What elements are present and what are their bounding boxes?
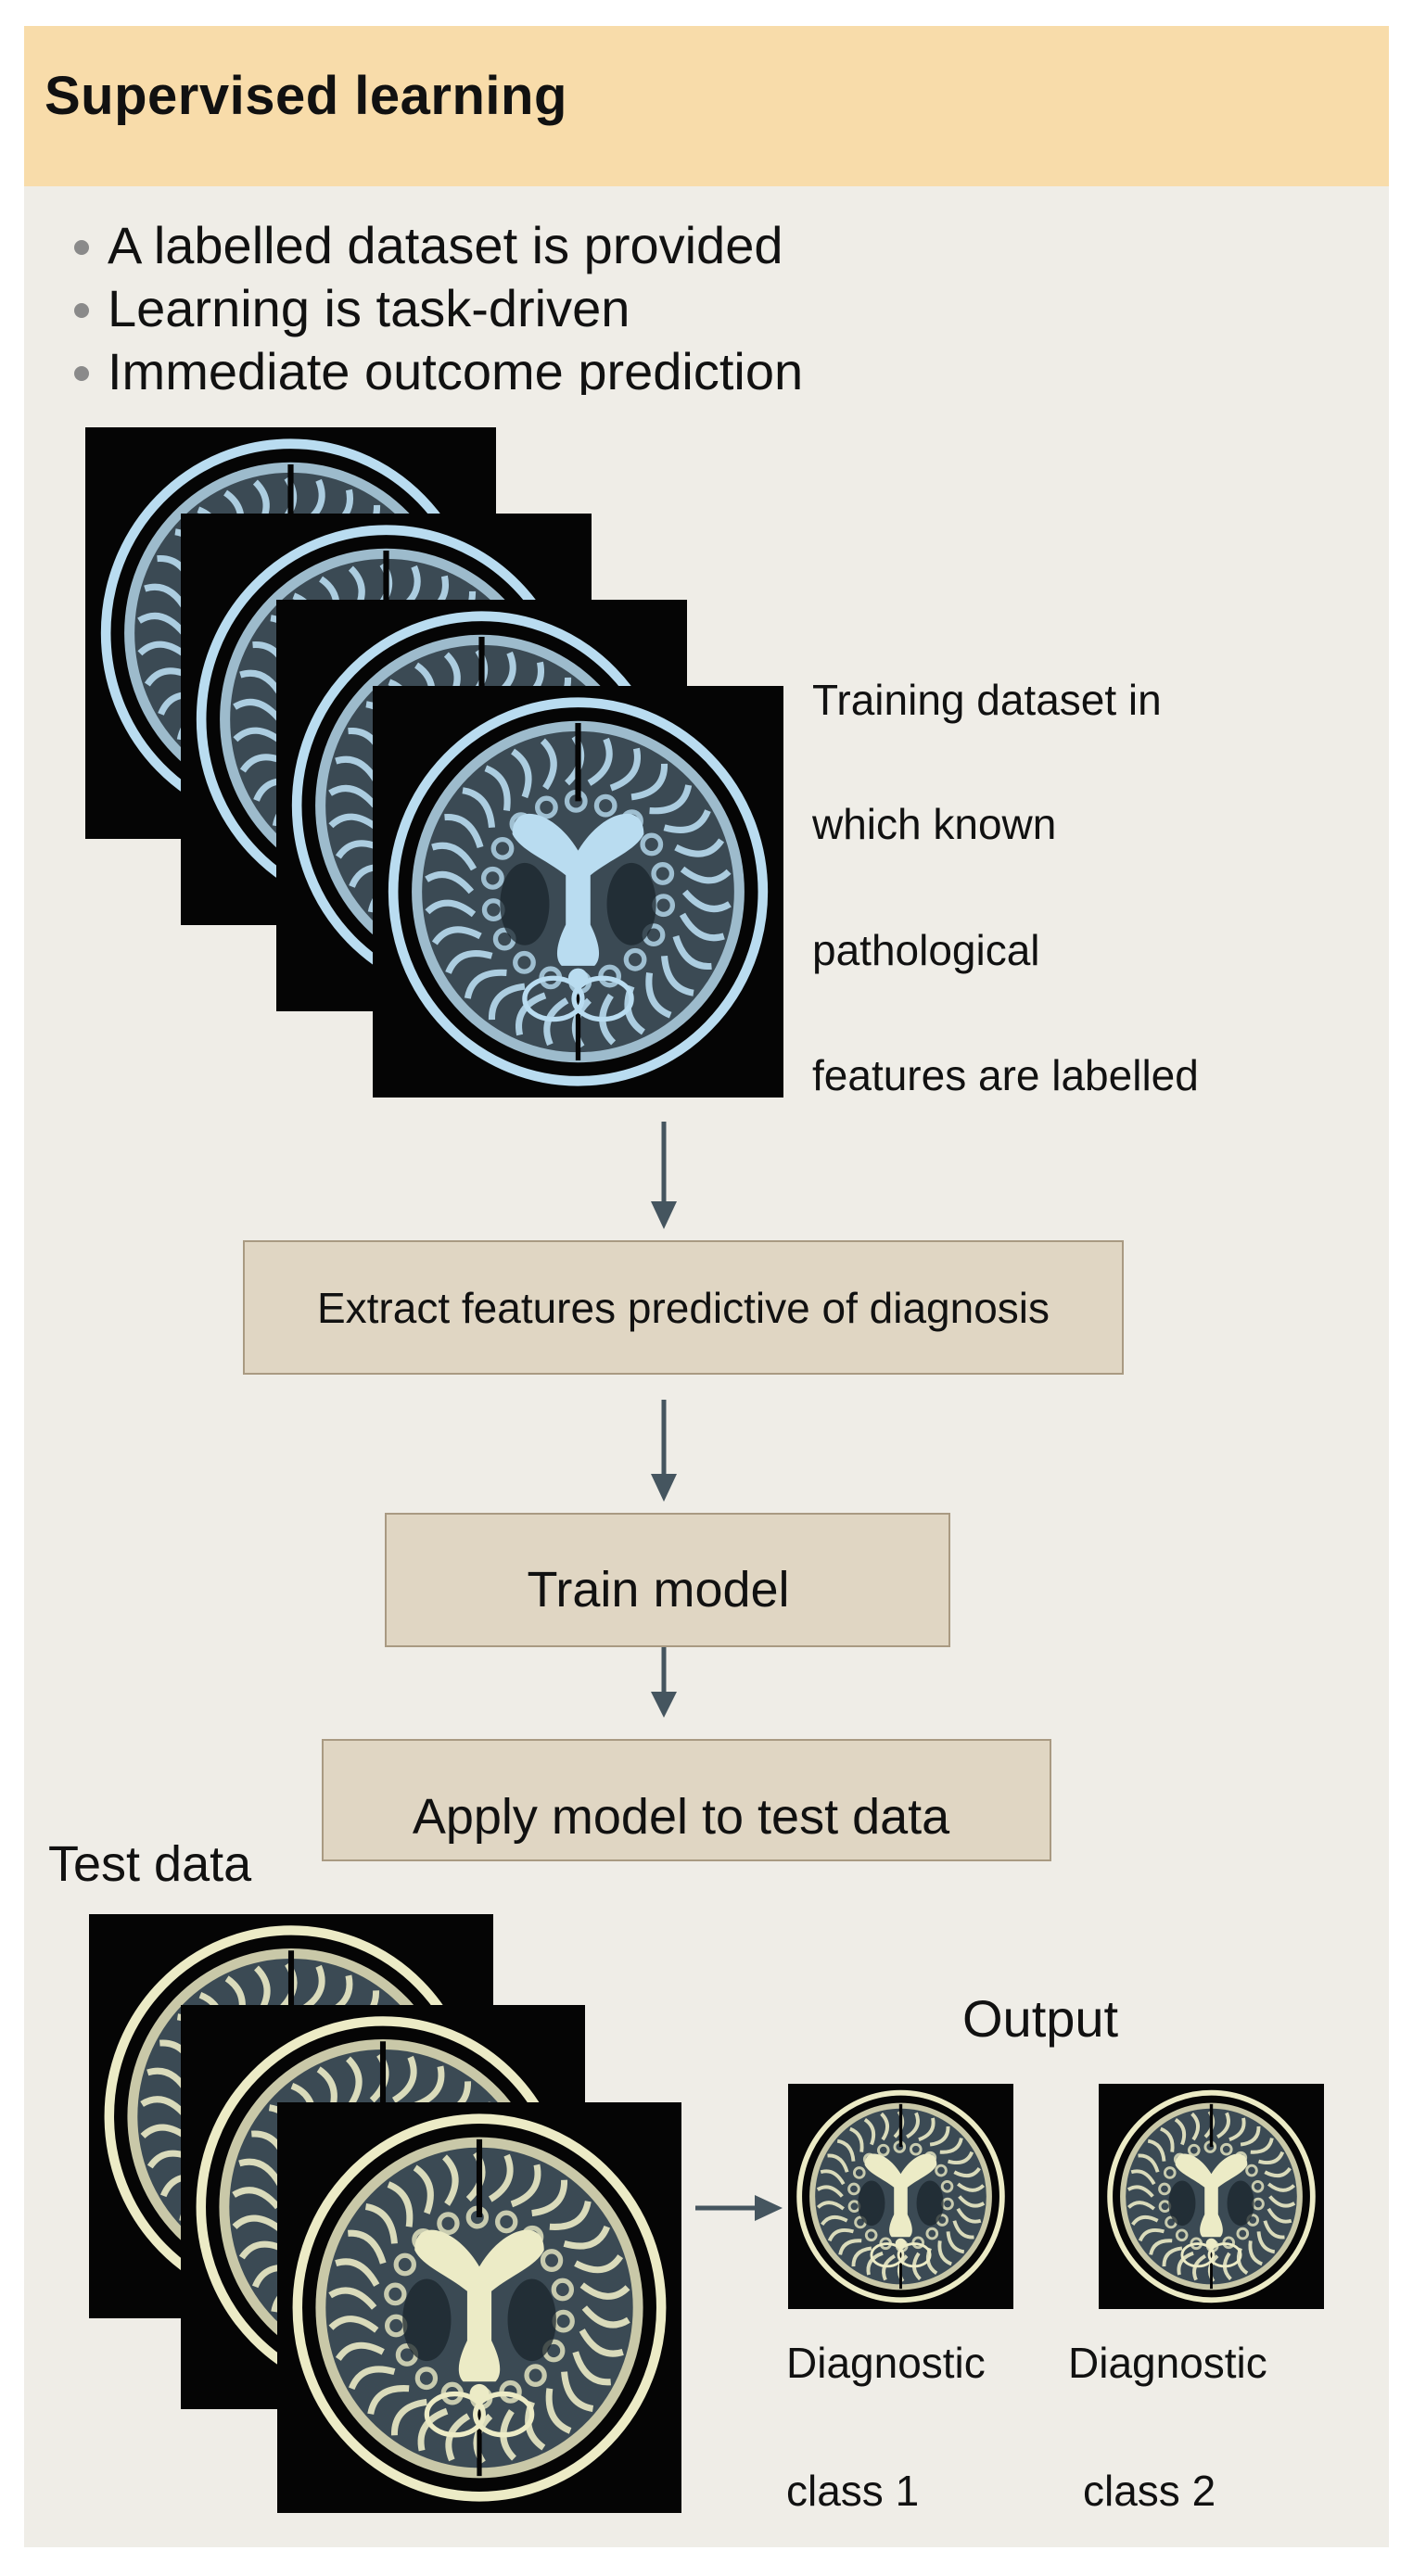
bullet-item: A labelled dataset is provided [74, 215, 783, 275]
bullet-text: A labelled dataset is provided [108, 216, 783, 274]
train-model-label: Train model [527, 1561, 790, 1618]
bullet-text: Immediate outcome prediction [108, 342, 804, 400]
output-scan-class-1 [788, 2084, 1013, 2309]
extract-features-label: Extract features predictive of diagnosis [316, 1283, 1050, 1332]
training-caption-line: features are labelled [812, 1051, 1199, 1099]
train-model-box: Train model [385, 1513, 950, 1647]
bullet-item: Immediate outcome prediction [74, 341, 803, 401]
bullet-item: Learning is task-driven [74, 278, 630, 338]
training-caption-line: Training dataset in [812, 676, 1162, 724]
training-caption-line: pathological [812, 926, 1040, 974]
bullet-crop-mask [24, 395, 1389, 426]
bullet-dot-icon [74, 239, 89, 255]
page-title: Supervised learning [45, 66, 567, 126]
header-bar [24, 26, 1389, 186]
arrow-right-icon [695, 2195, 783, 2221]
class-1-label-line1: Diagnostic [786, 2339, 986, 2387]
bullet-dot-icon [74, 302, 89, 318]
arrow-down-icon [651, 1647, 677, 1718]
arrow-down-icon [651, 1400, 677, 1502]
output-scan-class-2 [1099, 2084, 1324, 2309]
test-data-label: Test data [48, 1836, 252, 1892]
class-2-label-line2: class 2 [1083, 2467, 1216, 2515]
training-scan [373, 686, 783, 1098]
apply-model-box: Apply model to test data [322, 1739, 1051, 1861]
extract-features-box: Extract features predictive of diagnosis [243, 1240, 1124, 1375]
bullet-text: Learning is task-driven [108, 279, 630, 337]
test-scan [277, 2102, 681, 2513]
output-title: Output [962, 1989, 1119, 2048]
class-1-label-line2: class 1 [786, 2467, 920, 2515]
class-2-label-line1: Diagnostic [1068, 2339, 1267, 2387]
arrow-down-icon [651, 1122, 677, 1229]
training-caption-line: which known [812, 800, 1057, 848]
apply-model-label: Apply model to test data [412, 1789, 950, 1845]
bullet-dot-icon [74, 365, 89, 381]
